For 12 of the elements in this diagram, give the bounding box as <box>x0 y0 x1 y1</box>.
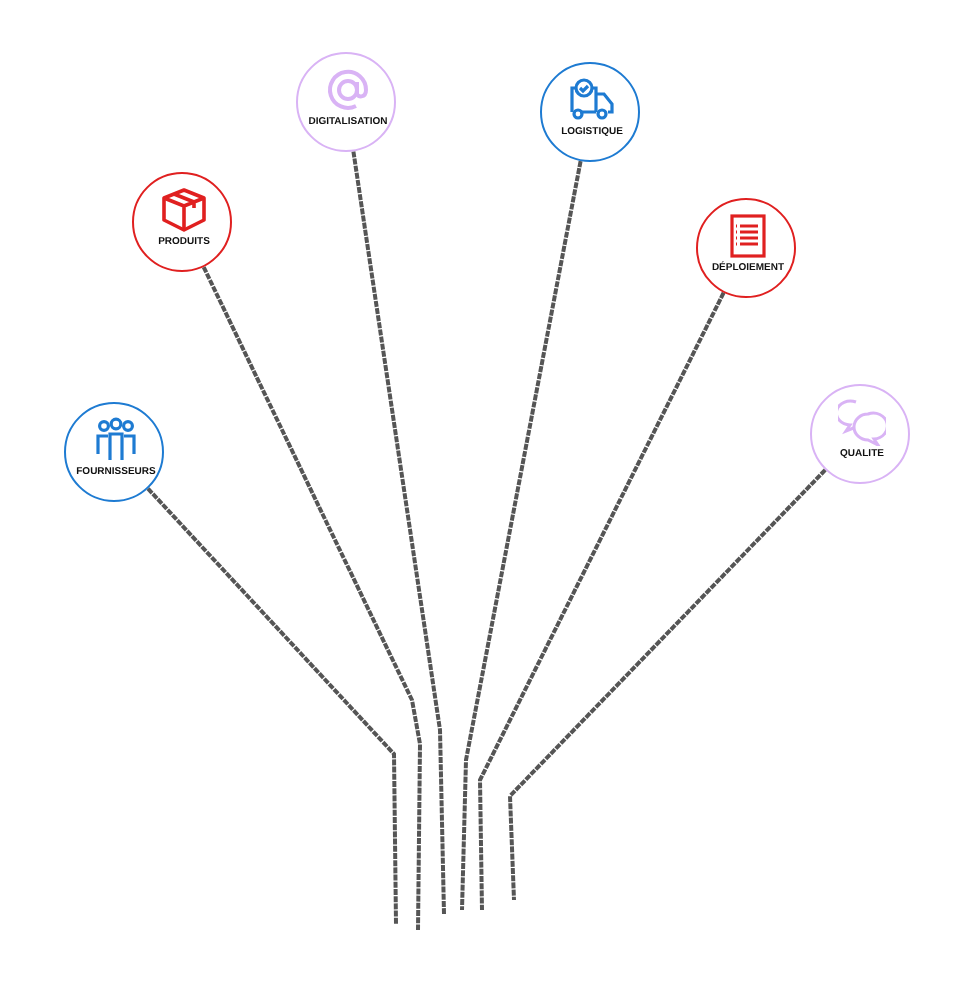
branch-line <box>201 266 422 931</box>
category-circle <box>296 52 396 152</box>
category-circle <box>540 62 640 162</box>
branch-line <box>351 151 446 915</box>
branch-line <box>146 487 398 925</box>
category-circle <box>132 172 232 272</box>
branch-line <box>507 468 827 901</box>
category-circle <box>64 402 164 502</box>
branch-line <box>478 291 726 911</box>
category-circle <box>696 198 796 298</box>
category-circle <box>810 384 910 484</box>
branch-line <box>460 160 583 911</box>
